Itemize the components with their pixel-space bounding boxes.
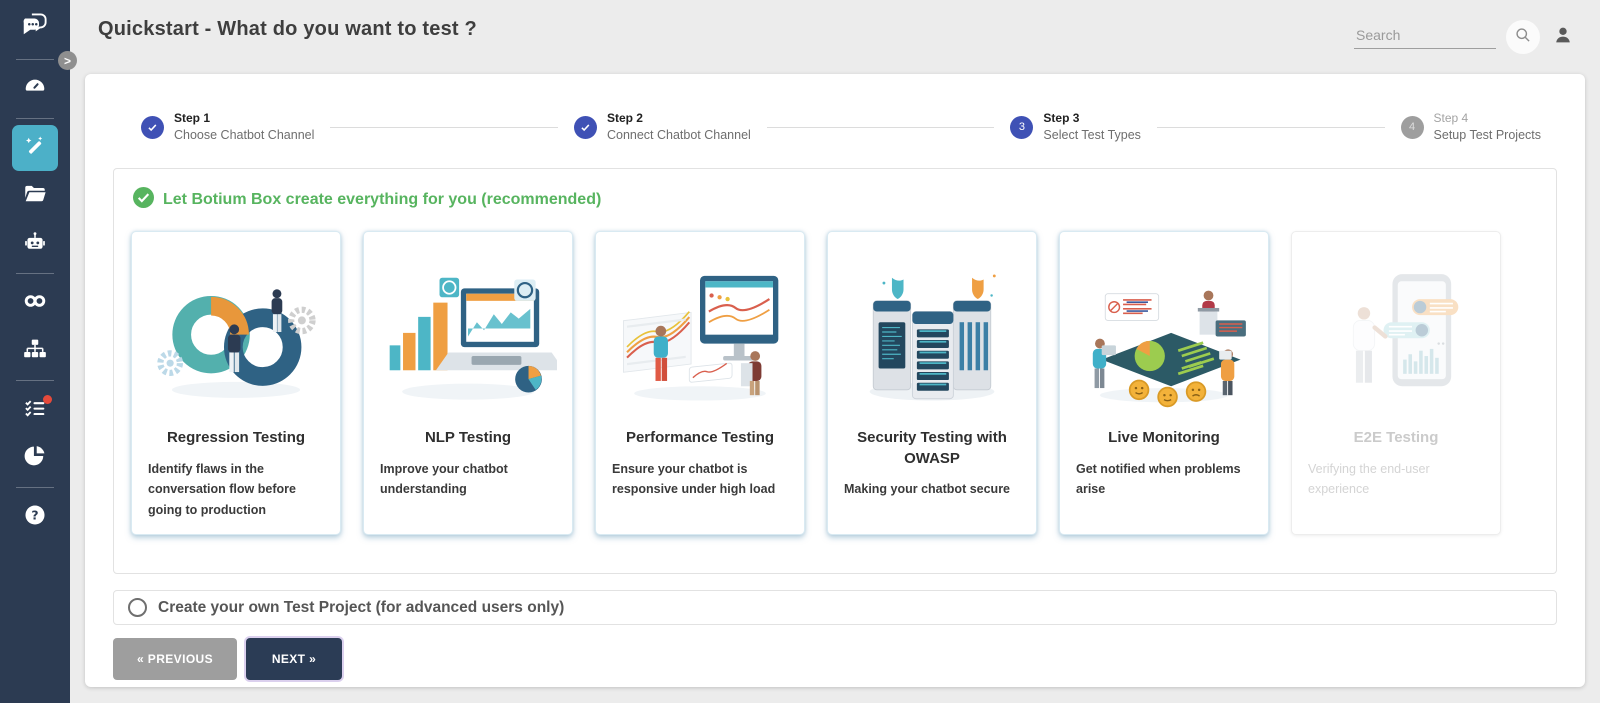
stepper-connector bbox=[330, 126, 558, 128]
sitemap-icon bbox=[22, 336, 48, 367]
notification-badge-dot bbox=[43, 395, 52, 404]
stepper-step-3[interactable]: 3 Step 3 Select Test Types bbox=[1010, 110, 1141, 144]
step-sublabel: Setup Test Projects bbox=[1433, 127, 1541, 142]
previous-button[interactable]: « PREVIOUS bbox=[113, 638, 238, 681]
sidebar-item-test-sets[interactable] bbox=[0, 172, 70, 220]
card-regression-testing[interactable]: Regression Testing Identify flaws in the… bbox=[131, 231, 341, 536]
sidebar-item-help[interactable]: ? bbox=[0, 493, 70, 541]
advanced-option-row[interactable]: Create your own Test Project (for advanc… bbox=[113, 590, 1557, 626]
step-2-check-icon bbox=[573, 115, 597, 139]
live-monitoring-illustration bbox=[1075, 244, 1253, 420]
card-description: Improve your chatbot understanding bbox=[380, 461, 508, 497]
wizard-stepper: Step 1 Choose Chatbot Channel Step 2 Con… bbox=[85, 74, 1585, 144]
card-performance-testing[interactable]: Performance Testing Ensure your chatbot … bbox=[595, 231, 805, 536]
help-icon: ? bbox=[22, 502, 48, 533]
step-sublabel: Select Test Types bbox=[1043, 127, 1141, 142]
step-4-number-badge: 4 bbox=[1400, 115, 1424, 139]
regression-testing-illustration bbox=[147, 244, 325, 420]
security-testing-illustration bbox=[843, 244, 1021, 420]
svg-text:?: ? bbox=[31, 507, 38, 522]
sidebar-item-test-results[interactable] bbox=[0, 386, 70, 434]
infinity-icon bbox=[21, 288, 49, 319]
app-logo[interactable] bbox=[0, 0, 70, 54]
card-e2e-testing-disabled: E2E Testing Verifying the end-user exper… bbox=[1291, 231, 1501, 536]
wizard-buttons: « PREVIOUS NEXT » bbox=[113, 638, 1557, 681]
speech-bubbles-icon bbox=[19, 10, 51, 45]
speedometer-icon bbox=[22, 74, 48, 105]
step-label: Step 1 bbox=[174, 111, 211, 125]
stepper-connector bbox=[1156, 126, 1385, 128]
card-title: E2E Testing bbox=[1353, 429, 1439, 447]
card-description: Identify flaws in the conversation flow … bbox=[148, 461, 296, 517]
open-folder-icon bbox=[22, 181, 48, 212]
advanced-option-label: Create your own Test Project (for advanc… bbox=[158, 598, 565, 616]
top-header: Quickstart - What do you want to test ? bbox=[70, 0, 1600, 74]
card-security-testing[interactable]: Security Testing with OWASP Making your … bbox=[827, 231, 1037, 536]
recommended-option-selected[interactable]: Let Botium Box create everything for you… bbox=[131, 187, 1539, 213]
sidebar-item-quickstart-wizard[interactable] bbox=[0, 124, 70, 172]
performance-testing-illustration bbox=[611, 244, 789, 420]
sidebar-item-chatbots[interactable] bbox=[0, 220, 70, 268]
card-nlp-testing[interactable]: NLP Testing Improve your chatbot underst… bbox=[363, 231, 573, 536]
step-sublabel: Connect Chatbot Channel bbox=[606, 127, 751, 142]
test-type-cards-row: Regression Testing Identify flaws in the… bbox=[131, 231, 1539, 536]
card-description: Making your chatbot secure bbox=[844, 481, 1011, 496]
search-icon bbox=[1513, 25, 1533, 50]
sidebar-divider bbox=[16, 487, 54, 488]
step-sublabel: Choose Chatbot Channel bbox=[174, 127, 315, 142]
pie-chart-icon bbox=[22, 443, 48, 474]
stepper-connector bbox=[766, 126, 995, 128]
user-account-button[interactable] bbox=[1552, 24, 1574, 51]
recommended-options-panel: Let Botium Box create everything for you… bbox=[113, 168, 1557, 575]
card-description: Get notified when problems arise bbox=[1076, 461, 1241, 497]
step-1-check-icon bbox=[141, 115, 164, 139]
card-title: Regression Testing bbox=[166, 429, 306, 447]
magic-wand-icon bbox=[22, 133, 48, 164]
card-live-monitoring[interactable]: Live Monitoring Get notified when proble… bbox=[1059, 231, 1269, 536]
robot-icon bbox=[22, 229, 48, 260]
next-button[interactable]: NEXT » bbox=[246, 638, 343, 681]
sidebar-item-reports[interactable] bbox=[0, 434, 70, 482]
checklist-icon bbox=[22, 395, 48, 426]
step-label: Step 3 bbox=[1043, 111, 1080, 125]
green-check-icon bbox=[133, 187, 154, 213]
stepper-step-1[interactable]: Step 1 Choose Chatbot Channel bbox=[141, 110, 314, 144]
e2e-testing-illustration bbox=[1307, 244, 1485, 420]
sidebar-item-dashboard[interactable] bbox=[0, 65, 70, 113]
card-title: NLP Testing bbox=[424, 429, 512, 447]
person-icon bbox=[1552, 24, 1574, 51]
stepper-step-4[interactable]: 4 Step 4 Setup Test Projects bbox=[1400, 110, 1541, 144]
sidebar-expand-button[interactable]: > bbox=[58, 51, 77, 70]
search-input[interactable] bbox=[1354, 25, 1496, 49]
card-title: Security Testing with OWASP bbox=[857, 429, 1007, 467]
page-title: Quickstart - What do you want to test ? bbox=[98, 18, 477, 40]
advanced-option-radio[interactable] bbox=[128, 598, 147, 618]
sidebar-divider bbox=[16, 380, 54, 381]
search-button[interactable] bbox=[1506, 20, 1540, 54]
sidebar-item-agents[interactable] bbox=[0, 327, 70, 375]
card-description: Ensure your chatbot is responsive under … bbox=[612, 461, 776, 497]
quickstart-wizard-card: Step 1 Choose Chatbot Channel Step 2 Con… bbox=[85, 74, 1585, 687]
step-label: Step 2 bbox=[606, 111, 643, 125]
card-title: Live Monitoring bbox=[1108, 429, 1220, 447]
step-3-number-badge: 3 bbox=[1010, 115, 1034, 139]
card-description: Verifying the end-user experience bbox=[1308, 461, 1430, 497]
recommended-heading-text: Let Botium Box create everything for you… bbox=[163, 191, 602, 209]
sidebar-item-test-projects[interactable] bbox=[0, 279, 70, 327]
stepper-step-2[interactable]: Step 2 Connect Chatbot Channel bbox=[573, 110, 751, 144]
sidebar-divider bbox=[16, 118, 54, 119]
card-title: Performance Testing bbox=[625, 429, 775, 447]
step-label: Step 4 bbox=[1433, 111, 1469, 125]
sidebar: > bbox=[0, 0, 77, 703]
sidebar-divider bbox=[16, 59, 54, 60]
sidebar-divider bbox=[16, 273, 54, 274]
nlp-testing-illustration bbox=[379, 244, 557, 420]
